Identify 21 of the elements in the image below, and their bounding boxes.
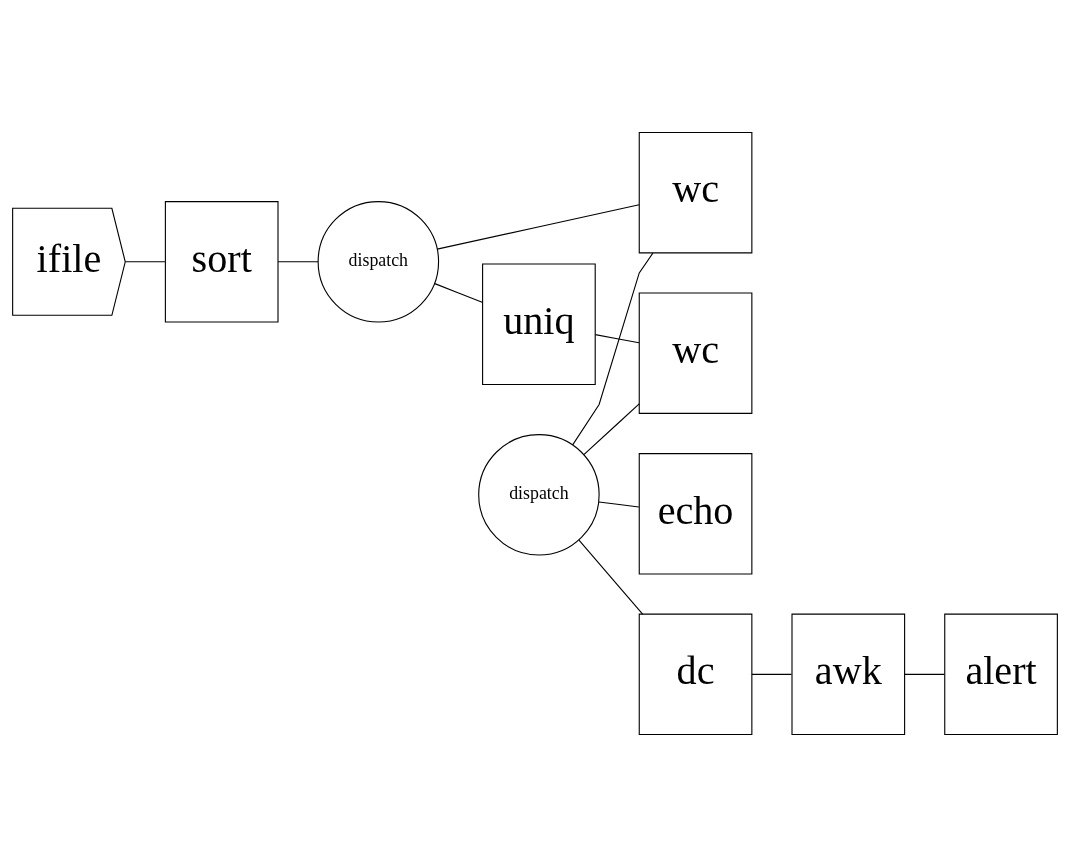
connector bbox=[277, 260, 319, 262]
connector bbox=[583, 402, 640, 455]
node-circle: dispatch bbox=[317, 200, 440, 323]
connector bbox=[436, 203, 640, 250]
node-box: dc bbox=[638, 613, 753, 735]
node-box: wc bbox=[638, 131, 753, 253]
node-box: wc bbox=[638, 291, 753, 414]
connector bbox=[124, 260, 166, 262]
node-box: alert bbox=[944, 613, 1058, 735]
connector bbox=[572, 252, 654, 445]
connector bbox=[578, 539, 644, 615]
node-box: awk bbox=[791, 613, 906, 735]
connector bbox=[751, 673, 793, 675]
connector bbox=[904, 673, 945, 675]
node-box: echo bbox=[638, 452, 753, 575]
node-box: uniq bbox=[482, 262, 596, 385]
connector bbox=[598, 501, 640, 507]
connector bbox=[434, 282, 483, 303]
node-circle: dispatch bbox=[478, 433, 600, 556]
node-box: sort bbox=[164, 200, 279, 323]
connector bbox=[594, 333, 640, 343]
